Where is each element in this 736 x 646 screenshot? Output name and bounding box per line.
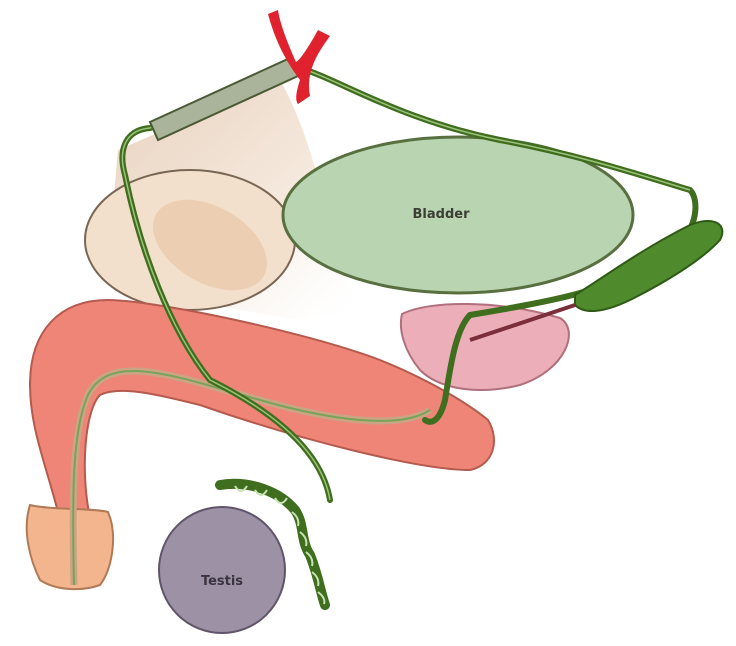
- testis-label: Testis: [201, 574, 243, 589]
- bladder-label: Bladder: [413, 207, 471, 222]
- testis: [159, 507, 285, 633]
